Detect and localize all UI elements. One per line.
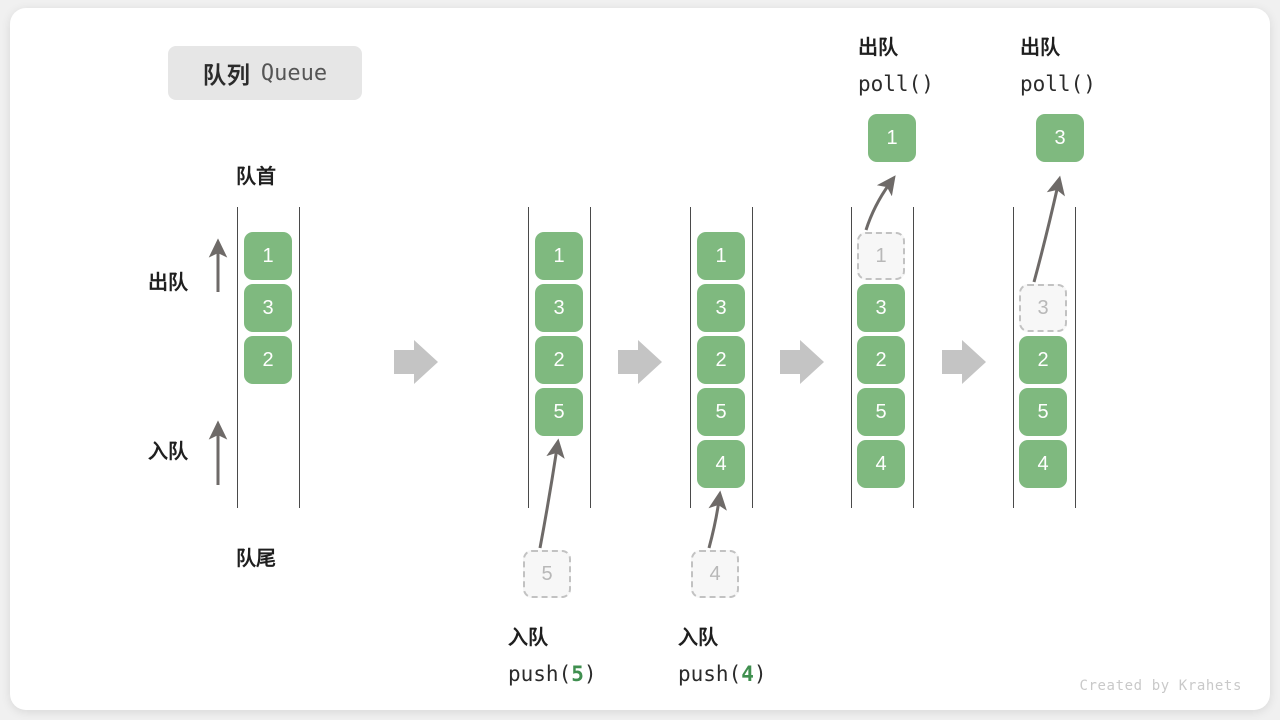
queue-cell: 3 <box>535 284 583 332</box>
queue-cell: 4 <box>1019 440 1067 488</box>
code-prefix: push( <box>508 662 572 686</box>
rail-left <box>851 207 852 508</box>
code-prefix: poll( <box>1020 72 1084 96</box>
title-en: Queue <box>260 60 328 86</box>
queue-cell: 2 <box>857 336 905 384</box>
queue-cell: 5 <box>857 388 905 436</box>
queue-cell-new: 5 <box>535 388 583 436</box>
queue-cell: 1 <box>535 232 583 280</box>
code-suffix: ) <box>753 662 767 686</box>
code-prefix: push( <box>678 662 742 686</box>
title-cn: 队列 <box>202 62 251 88</box>
popped-element: 1 <box>868 114 916 162</box>
queue-cell: 2 <box>1019 336 1067 384</box>
code-arg: 4 <box>741 662 754 686</box>
queue-cell: 4 <box>857 440 905 488</box>
code-suffix: ) <box>583 662 597 686</box>
queue-cell: 3 <box>244 284 292 332</box>
code-arg: 5 <box>571 662 584 686</box>
queue-cell: 3 <box>857 284 905 332</box>
queue-cell: 3 <box>697 284 745 332</box>
operation-cn: 出队 <box>1020 37 1060 59</box>
incoming-element-ghost: 4 <box>691 550 739 598</box>
queue-cell-removed: 3 <box>1019 284 1067 332</box>
queue-cell: 2 <box>244 336 292 384</box>
queue-cell: 1 <box>244 232 292 280</box>
queue-cell: 1 <box>697 232 745 280</box>
enqueue-direction-label: 入队 <box>148 441 188 463</box>
operation-label-push-4: 入队 push(4) <box>678 620 767 692</box>
rail-left <box>528 207 529 508</box>
queue-head-label: 队首 <box>236 166 276 188</box>
rail-right <box>590 207 591 508</box>
queue-cell-new: 4 <box>697 440 745 488</box>
operation-cn: 入队 <box>678 627 718 649</box>
rail-right <box>913 207 914 508</box>
popped-element: 3 <box>1036 114 1084 162</box>
queue-cell: 5 <box>697 388 745 436</box>
operation-label-poll-1: 出队 poll() <box>858 30 934 102</box>
operation-label-poll-3: 出队 poll() <box>1020 30 1096 102</box>
rail-right <box>299 207 300 508</box>
incoming-element-ghost: 5 <box>523 550 571 598</box>
rail-left <box>690 207 691 508</box>
operation-code: push(4) <box>678 656 767 692</box>
queue-cell: 5 <box>1019 388 1067 436</box>
diagram-card <box>10 8 1270 710</box>
code-prefix: poll( <box>858 72 922 96</box>
dequeue-direction-label: 出队 <box>148 272 188 294</box>
operation-label-push-5: 入队 push(5) <box>508 620 597 692</box>
operation-cn: 出队 <box>858 37 898 59</box>
operation-code: push(5) <box>508 656 597 692</box>
operation-code: poll() <box>858 66 934 102</box>
queue-tail-label: 队尾 <box>236 548 276 570</box>
operation-code: poll() <box>1020 66 1096 102</box>
queue-cell: 2 <box>697 336 745 384</box>
operation-cn: 入队 <box>508 627 548 649</box>
queue-cell: 2 <box>535 336 583 384</box>
code-suffix: ) <box>921 72 934 96</box>
rail-right <box>1075 207 1076 508</box>
rail-right <box>752 207 753 508</box>
diagram-title-chip: 队列 Queue <box>168 46 362 100</box>
rail-left <box>237 207 238 508</box>
watermark-credit: Created by Krahets <box>1079 678 1242 694</box>
queue-cell-removed: 1 <box>857 232 905 280</box>
code-suffix: ) <box>1083 72 1096 96</box>
rail-left <box>1013 207 1014 508</box>
